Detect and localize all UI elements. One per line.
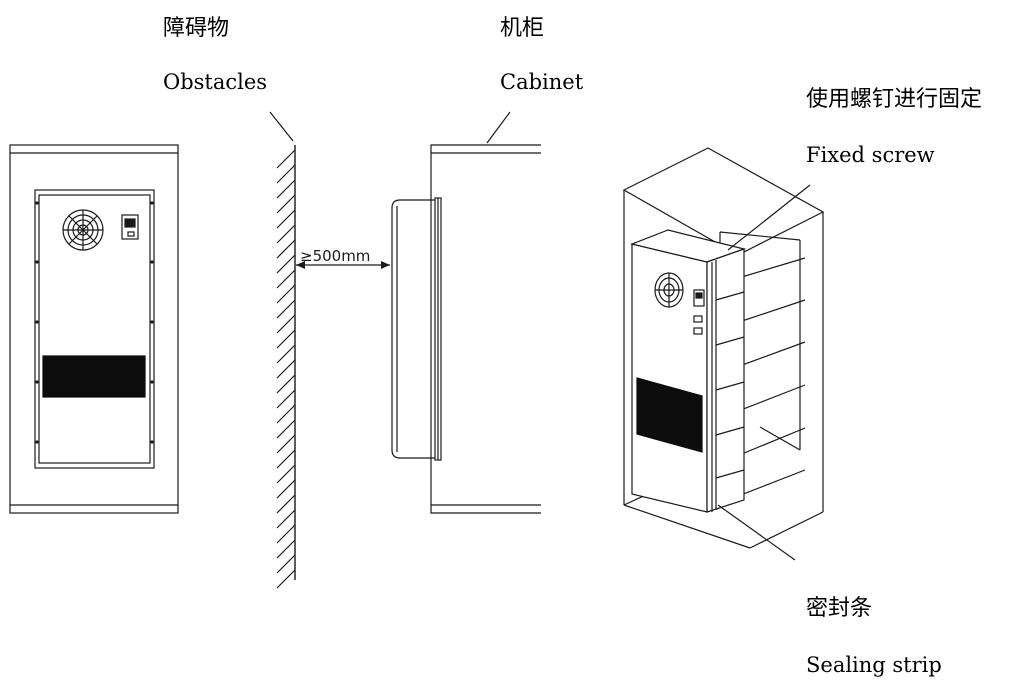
fixed-screw-label-en: Fixed screw [806, 143, 935, 167]
front-mounting-holes [35, 201, 154, 444]
hatch-line [276, 449, 296, 469]
cabinet-label-en: Cabinet [500, 70, 584, 94]
hatch-line [276, 284, 296, 304]
hatch-line [276, 539, 296, 559]
iso-fan-grille-icon [654, 272, 684, 308]
hatch-line [276, 209, 296, 229]
isometric-view [622, 147, 825, 561]
hatch-line [276, 344, 296, 364]
side-unit-body [391, 199, 435, 459]
iso-air-vent [636, 377, 703, 453]
clearance-dimension [296, 261, 390, 269]
hatch-line [276, 224, 296, 244]
fan-grille-icon [62, 209, 104, 251]
hatch-line [276, 194, 296, 214]
sealing-strip-label-en: Sealing strip [806, 653, 942, 677]
cabinet-label-cn: 机柜 [500, 16, 545, 41]
hatch-line [276, 554, 296, 574]
hatch-line [276, 269, 296, 289]
front-cabinet-outline [9, 144, 179, 514]
hatch-line [276, 359, 296, 379]
iso-unit-ribs [715, 291, 745, 479]
cabinet-leader [486, 111, 511, 144]
obstacles-label-cn: 障碍物 [163, 16, 230, 41]
hatch-line [276, 149, 296, 169]
obstacles-label-en: Obstacles [163, 70, 268, 94]
hatch-line [276, 404, 296, 424]
side-cabinet-outline [430, 144, 541, 514]
fixed-screw-leader [727, 184, 811, 251]
sealing-strip-label-cn: 密封条 [806, 596, 873, 621]
hatch-line [276, 164, 296, 184]
wall-hatching [276, 149, 296, 589]
hatch-line [276, 479, 296, 499]
hatch-line [276, 254, 296, 274]
hatch-line [276, 239, 296, 259]
obstacles-leader [269, 111, 294, 142]
obstacle-wall [269, 111, 296, 589]
sealing-strip-leader [717, 504, 796, 561]
hatch-line [276, 314, 296, 334]
side-view [296, 111, 541, 514]
hatch-line [276, 524, 296, 544]
clearance-dimension-label: ≥500mm [300, 247, 370, 265]
hatch-line [276, 299, 296, 319]
front-air-vent [42, 355, 146, 398]
hatch-line [276, 434, 296, 454]
hatch-line [276, 569, 296, 589]
iso-control-panel-icon [693, 289, 705, 335]
hatch-line [276, 494, 296, 514]
hatch-line [276, 179, 296, 199]
hatch-line [276, 509, 296, 529]
control-panel-icon [121, 214, 139, 240]
hatch-line [276, 419, 296, 439]
hatch-line [276, 464, 296, 484]
hatch-line [276, 329, 296, 349]
fixed-screw-label-cn: 使用螺钉进行固定 [806, 87, 983, 112]
front-view [9, 144, 179, 514]
hatch-line [276, 389, 296, 409]
hatch-line [276, 374, 296, 394]
front-unit-panel [34, 189, 155, 469]
